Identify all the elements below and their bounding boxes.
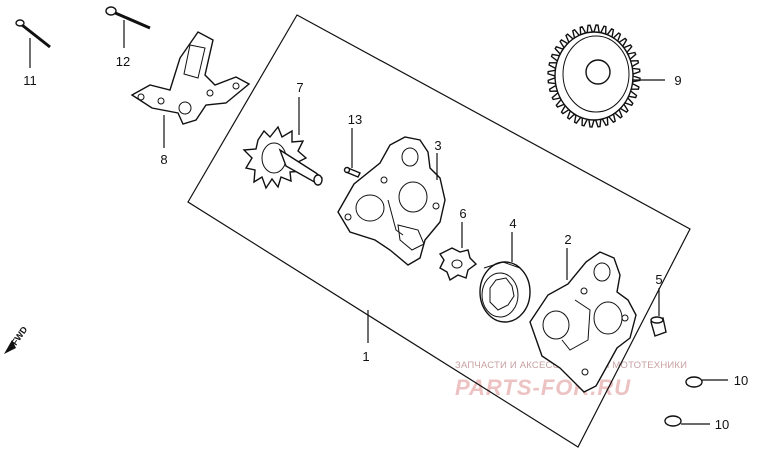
fwd-label: FWD (9, 324, 29, 347)
label-part-8: 8 (160, 152, 167, 167)
outer-rotor-4 (479, 261, 531, 323)
label-part-2: 2 (564, 232, 571, 247)
fwd-direction-indicator: FWD (4, 324, 30, 354)
bracket-8 (130, 31, 251, 125)
pump-cover-3 (337, 136, 446, 266)
o-ring-10-a (685, 376, 703, 388)
label-part-11: 11 (23, 73, 37, 88)
inner-rotor-6 (438, 247, 478, 282)
drive-gear-9 (547, 24, 641, 128)
o-ring-10-b (664, 415, 682, 427)
label-part-7: 7 (296, 80, 303, 95)
label-part-4: 4 (509, 216, 516, 231)
label-part-12: 12 (116, 54, 130, 69)
fwd-arrow-icon (4, 340, 16, 354)
label-part-10-a: 10 (734, 373, 748, 388)
bolt-12 (105, 6, 152, 30)
label-part-10-b: 10 (715, 417, 729, 432)
pump-body-2 (529, 251, 637, 393)
sprocket-7 (242, 125, 323, 190)
label-part-9: 9 (674, 73, 681, 88)
bolt-11 (15, 19, 53, 49)
label-part-1: 1 (362, 349, 369, 364)
label-part-3: 3 (434, 138, 441, 153)
label-part-6: 6 (459, 206, 466, 221)
label-part-5: 5 (655, 272, 662, 287)
assembly-boundary-box (187, 14, 691, 448)
pin-13 (343, 166, 361, 178)
label-part-13: 13 (348, 112, 362, 127)
watermark-logo: PARTS-FOR.RU (455, 375, 631, 400)
collar-5 (650, 316, 667, 337)
